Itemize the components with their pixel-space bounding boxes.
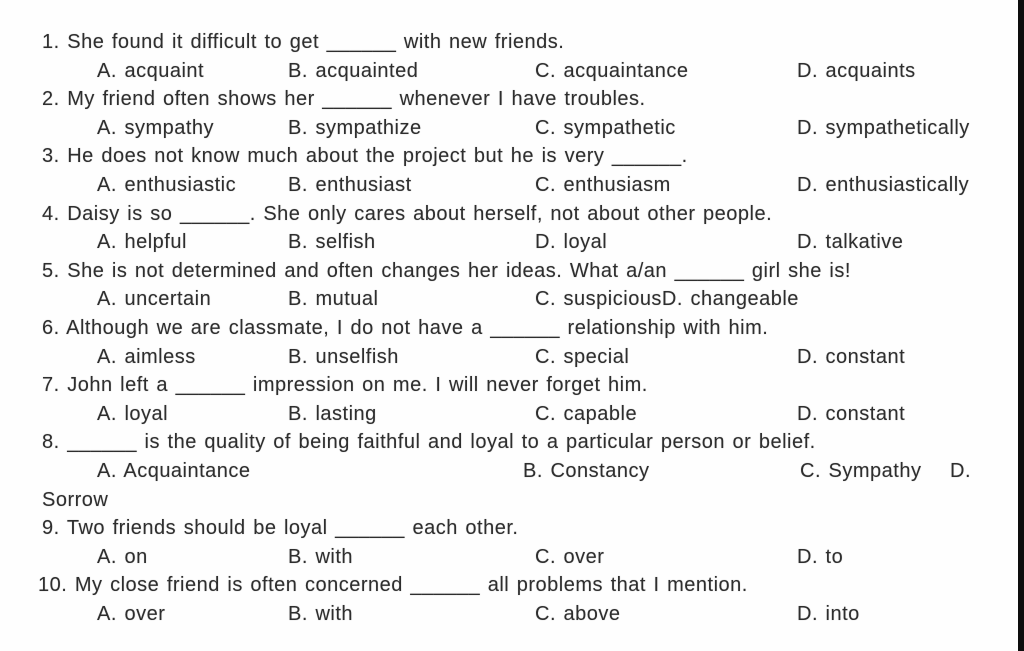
question-2-option-a: A. sympathy [97,116,215,139]
question-6-option-d: D. constant [797,345,906,368]
question-6-option-a: A. aimless [97,345,196,368]
question-7-options: A. loyal B. lasting C. capable D. consta… [0,400,1024,429]
question-4-option-b: B. selfish [288,231,376,254]
question-9-option-b: B. with [288,545,354,568]
question-8-options: A. Acquaintance B. Constancy C. Sympathy… [0,457,1024,486]
question-7: 7. John left a ______ impression on me. … [0,371,1024,400]
question-4-option-a: A. helpful [97,231,187,254]
question-5: 5. She is not determined and often chang… [0,257,1024,286]
question-8-option-a: A. Acquaintance [97,459,251,482]
question-1-option-b: B. acquainted [288,59,419,82]
question-6-option-b: B. unselfish [288,345,399,368]
question-5-option-cd: C. suspiciousD. changeable [535,288,799,311]
question-8-option-c: C. Sympathy [800,459,922,482]
question-8-option-d-label: D. [950,459,971,482]
question-4: 4. Daisy is so ______. She only cares ab… [0,200,1024,229]
question-1-option-c: C. acquaintance [535,59,689,82]
question-3-option-b: B. enthusiast [288,173,412,196]
question-1-option-d: D. acquaints [797,59,916,82]
question-7-option-c: C. capable [535,402,638,425]
question-1-stem: 1. She found it difficult to get ______ … [42,31,565,53]
question-4-option-c: D. loyal [535,231,608,254]
question-6: 6. Although we are classmate, I do not h… [0,314,1024,343]
question-5-stem: 5. She is not determined and often chang… [42,259,851,282]
question-9-option-d: D. to [797,545,844,568]
screenshot-right-edge-strip [1018,0,1024,651]
question-10-option-d: D. into [797,602,860,625]
question-7-stem: 7. John left a ______ impression on me. … [42,374,648,397]
question-2-options: A. sympathy B. sympathize C. sympathetic… [0,114,1024,143]
question-6-options: A. aimless B. unselfish C. special D. co… [0,343,1024,372]
question-7-option-b: B. lasting [288,402,377,425]
question-9: 9. Two friends should be loyal ______ ea… [0,514,1024,543]
question-3-option-d: D. enthusiastically [797,173,970,196]
question-4-option-d: D. talkative [797,231,904,254]
question-1: 1. She found it difficult to get ______ … [0,28,1024,57]
question-3-stem: 3. He does not know much about the proje… [42,145,688,168]
question-8-option-b: B. Constancy [523,459,650,482]
question-5-option-b: B. mutual [288,288,379,311]
question-6-option-c: C. special [535,345,630,368]
question-1-options: A. acquaint B. acquainted C. acquaintanc… [0,57,1024,86]
question-10-options: A. over B. with C. above D. into [0,600,1024,629]
question-3-option-c: C. enthusiasm [535,173,671,196]
quiz-body: 1. She found it difficult to get ______ … [0,28,1024,628]
question-10-option-c: C. above [535,602,621,625]
question-4-options: A. helpful B. selfish D. loyal D. talkat… [0,228,1024,257]
question-8: 8. ______ is the quality of being faithf… [0,428,1024,457]
question-1-option-a: A. acquaint [97,59,205,82]
question-8-option-d-text: Sorrow [42,488,109,511]
question-7-option-a: A. loyal [97,402,169,425]
question-10-option-b: B. with [288,602,354,625]
question-9-options: A. on B. with C. over D. to [0,543,1024,572]
question-2-option-b: B. sympathize [288,116,422,139]
question-7-option-d: D. constant [797,402,906,425]
question-3-options: A. enthusiastic B. enthusiast C. enthusi… [0,171,1024,200]
question-8-option-d-wrap: Sorrow [0,486,1024,515]
question-5-option-a: A. uncertain [97,288,212,311]
question-2-option-c: C. sympathetic [535,116,676,139]
question-9-option-c: C. over [535,545,605,568]
question-6-stem: 6. Although we are classmate, I do not h… [42,316,769,339]
question-9-option-a: A. on [97,545,148,568]
question-5-options: A. uncertain B. mutual C. suspiciousD. c… [0,285,1024,314]
question-2-stem: 2. My friend often shows her ______ when… [42,88,646,111]
question-8-stem: 8. ______ is the quality of being faithf… [42,431,816,454]
question-3-option-a: A. enthusiastic [97,173,237,196]
question-2: 2. My friend often shows her ______ when… [0,85,1024,114]
question-3: 3. He does not know much about the proje… [0,142,1024,171]
question-10-stem: 10. My close friend is often concerned _… [38,574,748,597]
question-9-stem: 9. Two friends should be loyal ______ ea… [42,517,519,540]
question-10: 10. My close friend is often concerned _… [0,571,1024,600]
question-4-stem: 4. Daisy is so ______. She only cares ab… [42,202,773,225]
question-10-option-a: A. over [97,602,166,625]
question-2-option-d: D. sympathetically [797,116,970,139]
